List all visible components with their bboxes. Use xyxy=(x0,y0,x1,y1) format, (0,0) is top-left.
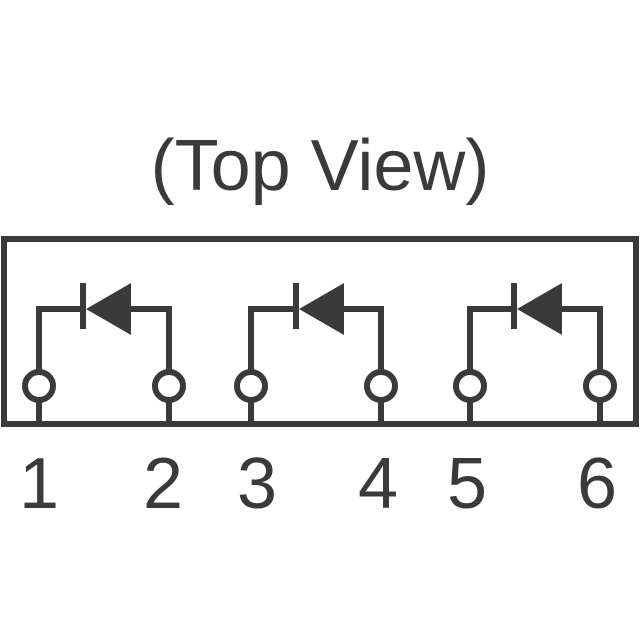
pin-label-1: 1 xyxy=(19,444,59,524)
diode-wire xyxy=(561,306,603,373)
diagram-title: (Top View) xyxy=(151,126,490,206)
diode-wire xyxy=(36,306,82,373)
diode-arrow-icon xyxy=(299,283,344,335)
pin-1-pad xyxy=(22,369,56,403)
pin-3-pad xyxy=(234,369,268,403)
pin-6-pad xyxy=(583,369,617,403)
pin-5-pad xyxy=(453,369,487,403)
diode-wire xyxy=(130,306,172,373)
pin-label-2: 2 xyxy=(143,444,183,524)
diode-group-2 xyxy=(234,283,398,421)
pin-4-pad xyxy=(364,369,398,403)
diode-arrow-icon xyxy=(86,283,131,335)
pin-label-5: 5 xyxy=(447,444,487,524)
diode-group-1 xyxy=(22,283,186,421)
diode-wire xyxy=(343,306,384,373)
diode-wire xyxy=(467,306,514,373)
diode-group-3 xyxy=(453,283,617,421)
diode-wire xyxy=(248,306,296,373)
package-outline xyxy=(1,236,639,427)
pin-label-6: 6 xyxy=(577,444,617,524)
diode-arrow-icon xyxy=(517,283,562,335)
pin-label-4: 4 xyxy=(358,444,398,524)
pin-2-pad xyxy=(152,369,186,403)
pin-label-3: 3 xyxy=(237,444,277,524)
